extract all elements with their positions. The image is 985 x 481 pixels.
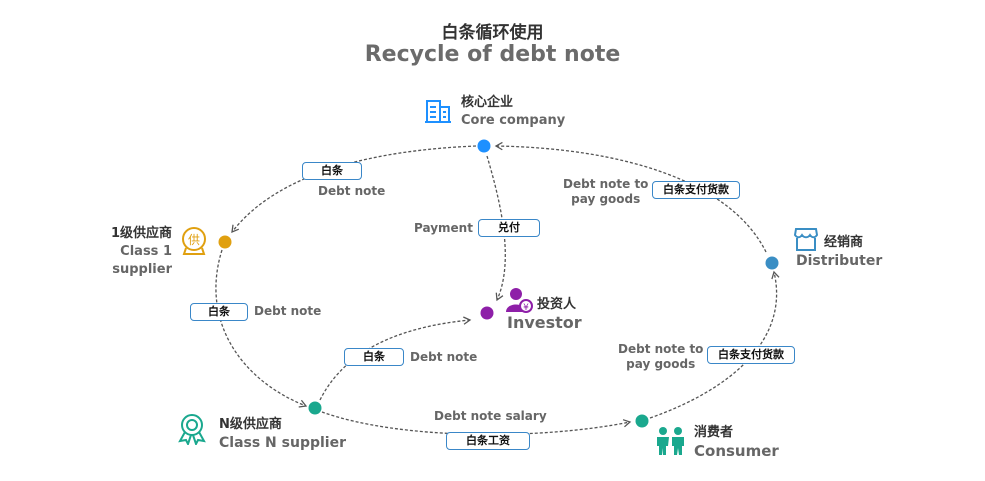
- edge-text-consumer-distributer-line1: Debt note to: [618, 342, 704, 356]
- node-core: 核心企业 Core company: [461, 94, 565, 130]
- node-distributer: 经销商 Distributer: [796, 234, 882, 270]
- edge-tag-class1-classn: 白条: [190, 303, 248, 321]
- edge-tag-classn-investor: 白条: [344, 348, 404, 366]
- node-classn-cn: N级供应商: [219, 417, 282, 432]
- edge-text-consumer-distributer-line2: pay goods: [626, 357, 696, 371]
- svg-text:¥: ¥: [523, 303, 529, 313]
- edge-tag-core-class1: 白条: [302, 162, 362, 180]
- svg-text:供: 供: [188, 233, 200, 247]
- edge-text-distributer-core-line1: Debt note to: [563, 177, 649, 191]
- node-consumer-cn: 消费者: [694, 425, 734, 440]
- edge-tag-consumer-distributer: 白条支付货款: [707, 346, 795, 364]
- edge-tag-distributer-core: 白条支付货款: [652, 181, 740, 199]
- building-icon: [424, 97, 452, 130]
- edge-tag-classn-consumer: 白条工资: [446, 432, 530, 450]
- edge-class1-classn: [215, 249, 308, 408]
- award-ribbon-icon: [177, 413, 207, 450]
- supplier-badge-icon: 供: [180, 226, 208, 261]
- node-dot-consumer[interactable]: [635, 414, 649, 428]
- people-icon: [654, 426, 688, 461]
- node-dot-core[interactable]: [477, 139, 491, 153]
- node-distributer-en: Distributer: [796, 253, 883, 269]
- node-core-cn: 核心企业: [461, 95, 514, 110]
- node-dot-classn[interactable]: [308, 401, 322, 415]
- store-icon: [793, 226, 819, 257]
- edge-text-distributer-core-line2: pay goods: [571, 192, 641, 206]
- node-investor-cn: 投资人: [537, 297, 577, 312]
- node-class1-cn: 1级供应商: [110, 226, 172, 241]
- node-class1-en: Class 1 supplier: [112, 244, 172, 277]
- node-classn-en: Class N supplier: [219, 435, 346, 451]
- edge-text-core-class1: Debt note: [318, 184, 386, 198]
- node-dot-distributer[interactable]: [765, 256, 779, 270]
- node-investor-en: Investor: [507, 313, 582, 332]
- edge-text-consumer-distributer: Debt note to pay goods: [618, 342, 703, 372]
- edge-tag-core-investor: 兑付: [478, 219, 540, 237]
- edge-text-classn-investor: Debt note: [410, 350, 478, 364]
- edge-consumer-distributer: [649, 270, 780, 419]
- node-dot-class1[interactable]: [218, 235, 232, 249]
- node-core-en: Core company: [461, 113, 566, 128]
- investor-person-icon: ¥: [505, 287, 533, 318]
- edge-text-distributer-core: Debt note to pay goods: [563, 177, 648, 207]
- title-english: Recycle of debt note: [364, 42, 621, 67]
- node-dot-investor[interactable]: [480, 306, 494, 320]
- node-class1: 1级供应商 Class 1 supplier: [60, 225, 172, 279]
- node-investor: 投资人 Investor: [507, 296, 582, 332]
- edge-text-classn-consumer: Debt note salary: [434, 409, 547, 423]
- edge-text-class1-classn: Debt note: [254, 304, 322, 318]
- node-consumer-en: Consumer: [694, 442, 779, 460]
- node-classn: N级供应商 Class N supplier: [219, 416, 346, 452]
- edge-distributer-core: [494, 141, 767, 253]
- edge-classn-investor: [319, 316, 472, 401]
- node-consumer: 消费者 Consumer: [694, 424, 779, 460]
- edge-text-core-investor: Payment: [414, 221, 473, 235]
- node-distributer-cn: 经销商: [824, 235, 864, 250]
- title-chinese: 白条循环使用: [441, 23, 544, 43]
